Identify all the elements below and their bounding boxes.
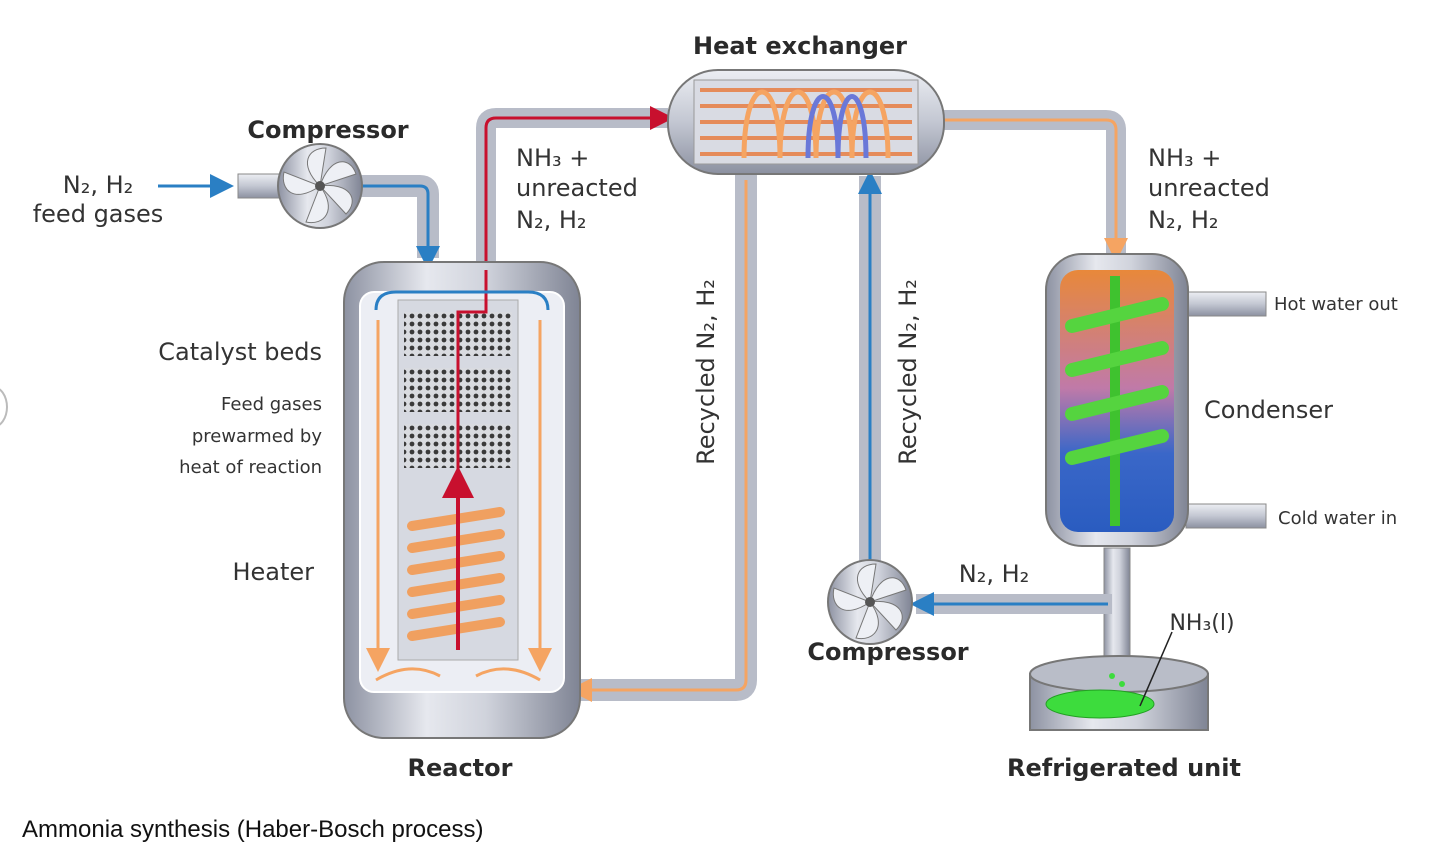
recycled-left-label: Recycled N₂, H₂ xyxy=(692,279,720,465)
compressor-to-reactor-pipe xyxy=(360,175,440,270)
recycled-pipe-down xyxy=(568,172,757,702)
compressor-top-label: Compressor xyxy=(247,116,408,144)
recycled-right-label: Recycled N₂, H₂ xyxy=(894,279,922,465)
mix-right-line2: unreacted xyxy=(1148,174,1270,202)
reactor-vessel xyxy=(343,261,581,739)
mix-right-line1: NH₃ + xyxy=(1148,144,1221,172)
feed-pipe xyxy=(237,173,281,199)
condenser-coil xyxy=(1065,297,1169,465)
nh3-liquid-label: NH₃(l) xyxy=(1169,611,1234,636)
reactor-label: Reactor xyxy=(408,754,513,782)
compressor-bottom-icon xyxy=(827,559,913,645)
prewarm-label-line1: Feed gases xyxy=(221,394,322,415)
prewarm-label-line3: heat of reaction xyxy=(179,457,322,478)
return-gas-label: N₂, H₂ xyxy=(959,560,1030,588)
haber-bosch-diagram: Compressor N₂, H₂ feed gases Heat exchan… xyxy=(33,32,1398,782)
heat-exchanger xyxy=(667,69,945,175)
mix-left-line2: unreacted xyxy=(516,174,638,202)
mix-left-line1: NH₃ + xyxy=(516,144,589,172)
cold-water-pipe xyxy=(1185,503,1267,529)
compressor-top-icon xyxy=(277,143,363,229)
refrigerated-unit-label: Refrigerated unit xyxy=(1007,754,1241,782)
mix-right-line3: N₂, H₂ xyxy=(1148,206,1219,234)
compressor-bottom-label: Compressor xyxy=(807,638,968,666)
hot-water-pipe xyxy=(1185,291,1267,317)
feed-label-line1: N₂, H₂ xyxy=(63,171,134,199)
heater-label: Heater xyxy=(232,558,314,586)
refrigerated-unit xyxy=(1029,631,1209,731)
heat-exchanger-label: Heat exchanger xyxy=(693,32,907,60)
cold-water-in-label: Cold water in xyxy=(1278,508,1397,529)
mix-left-line3: N₂, H₂ xyxy=(516,206,587,234)
condenser-vessel xyxy=(1045,253,1189,547)
catalyst-beds-label: Catalyst beds xyxy=(158,338,322,366)
prewarm-label-line2: prewarmed by xyxy=(192,426,323,447)
reactor-to-exchanger-pipe xyxy=(476,106,674,262)
figure-caption: Ammonia synthesis (Haber-Bosch process) xyxy=(22,816,484,843)
exchanger-to-condenser-pipe xyxy=(944,110,1128,262)
feed-label-line2: feed gases xyxy=(33,200,164,228)
hot-water-out-label: Hot water out xyxy=(1274,294,1398,315)
condenser-drain-pipe xyxy=(910,547,1131,667)
condenser-label: Condenser xyxy=(1204,396,1333,424)
